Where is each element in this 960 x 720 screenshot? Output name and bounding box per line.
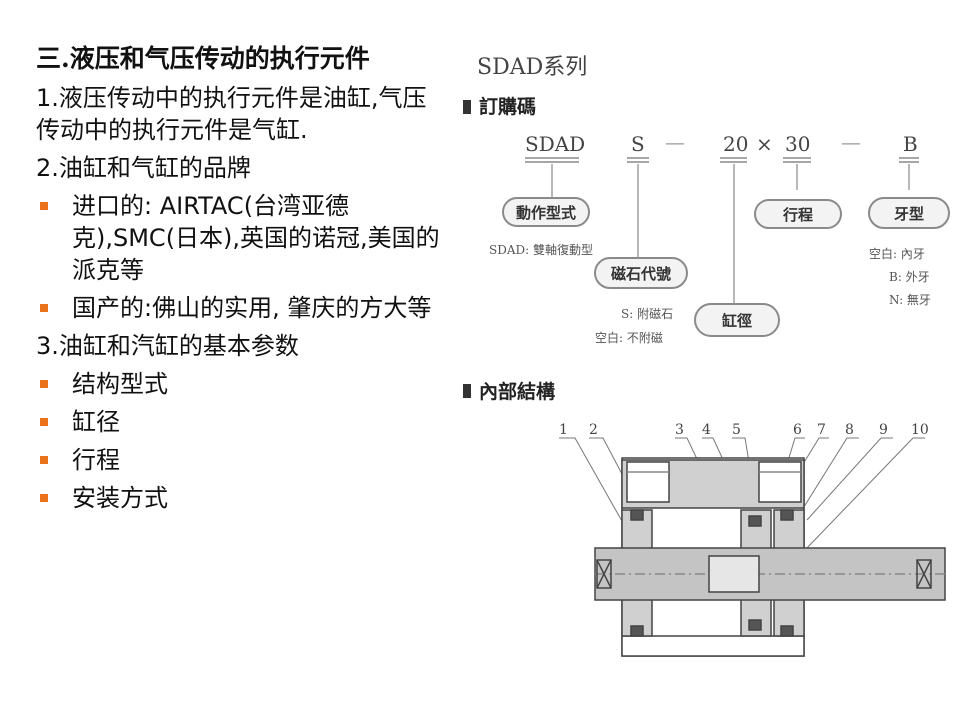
- code-underlines: [525, 157, 919, 163]
- pill-magnet-code-label: 磁石代號: [611, 265, 671, 283]
- code-thread: B: [903, 132, 918, 156]
- note-action: SDAD: 雙軸復動型: [489, 242, 593, 257]
- part-number-2: 2: [589, 422, 598, 438]
- code-times: ×: [756, 132, 773, 156]
- pill-thread: 牙型: [868, 197, 950, 229]
- pill-stroke-label: 行程: [782, 206, 813, 224]
- series-title: SDAD系列: [477, 55, 587, 80]
- bullet-param-bore: 缸径: [36, 406, 446, 438]
- pill-action-type: 動作型式: [502, 197, 590, 227]
- part-number-5: 5: [732, 422, 741, 438]
- part-number-3: 3: [675, 422, 684, 438]
- heading-marker-icon-2: [463, 384, 471, 398]
- pill-stroke: 行程: [754, 199, 842, 229]
- part-number-6: 6: [793, 422, 802, 438]
- code-model: SDAD: [525, 132, 585, 156]
- bullet-param-stroke: 行程: [36, 444, 446, 476]
- code-dash-2: —: [841, 130, 861, 154]
- bullet-domestic-brands: 国产的:佛山的实用, 肇庆的方大等: [36, 292, 446, 324]
- pill-bore: 缸徑: [694, 303, 780, 337]
- code-bore: 20: [723, 132, 748, 156]
- bullet-imported-brands: 进口的: AIRTAC(台湾亚德克),SMC(日本),英国的诺冠,美国的派克等: [36, 190, 446, 286]
- cylinder-drawing: [594, 457, 946, 657]
- part-number-8: 8: [845, 422, 854, 438]
- part-number-9: 9: [879, 422, 888, 438]
- part-number-7: 7: [817, 422, 826, 438]
- code-stroke: 30: [785, 132, 810, 156]
- text-column: 三.液压和气压传动的执行元件 1.液压传动中的执行元件是油缸,气压传动中的执行元…: [36, 42, 446, 520]
- code-connectors: [551, 164, 910, 304]
- pill-magnet-code: 磁石代號: [594, 257, 688, 289]
- cylinder-figure: SDAD系列 訂購碼 SDAD S — 20 × 30 — B 動作型式 SDA…: [455, 40, 955, 680]
- part-number-4: 4: [702, 422, 711, 438]
- heading-marker-icon: [463, 100, 471, 114]
- order-code-heading: 訂購碼: [479, 95, 536, 118]
- pill-action-type-label: 動作型式: [516, 204, 576, 222]
- slide-title: 三.液压和气压传动的执行元件: [36, 44, 370, 73]
- note-thread-blank: 空白: 內牙: [869, 246, 925, 261]
- note-magnet-s: S: 附磁石: [621, 306, 673, 321]
- note-magnet-blank: 空白: 不附磁: [595, 330, 663, 345]
- leader-lines: [559, 437, 925, 551]
- note-thread-n: N: 無牙: [889, 292, 931, 307]
- note-thread-b: B: 外牙: [889, 270, 930, 284]
- structure-heading: 內部結構: [479, 380, 555, 403]
- bullet-param-mounting: 安装方式: [36, 482, 446, 514]
- bullet-param-structure: 结构型式: [36, 368, 446, 400]
- code-dash-1: —: [665, 130, 685, 154]
- paragraph-params-heading: 3.油缸和汽缸的基本参数: [36, 332, 299, 360]
- figure-svg: SDAD系列 訂購碼 SDAD S — 20 × 30 — B 動作型式 SDA…: [463, 55, 950, 657]
- part-number-10: 10: [911, 422, 929, 438]
- part-number-labels: 1 2 3 4 5 6 7 8 9 10: [559, 422, 929, 438]
- pill-thread-label: 牙型: [894, 205, 924, 223]
- paragraph-brands-heading: 2.油缸和气缸的品牌: [36, 154, 251, 182]
- paragraph-actuators: 1.液压传动中的执行元件是油缸,气压传动中的执行元件是气缸.: [36, 84, 427, 144]
- code-magnet: S: [631, 132, 645, 156]
- part-number-1: 1: [559, 422, 568, 438]
- pill-bore-label: 缸徑: [722, 312, 752, 330]
